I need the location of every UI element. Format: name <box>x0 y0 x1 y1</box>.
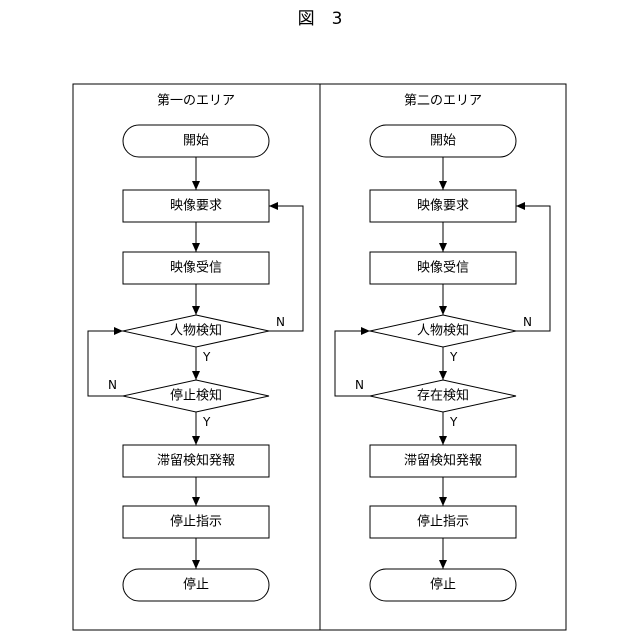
flow-node-cmd: 停止指示 <box>123 506 269 538</box>
flow-node-person: 人物検知 <box>370 315 516 347</box>
flow-node-recv: 映像受信 <box>123 252 269 284</box>
node-label: 映像要求 <box>417 199 469 214</box>
node-label: 停止 <box>183 577 209 593</box>
node-label: 映像要求 <box>170 199 222 214</box>
lane-title: 第二のエリア <box>404 94 482 109</box>
node-label: 映像受信 <box>170 261 222 276</box>
branch-label-person-no: N <box>523 315 532 329</box>
lane-title: 第一のエリア <box>157 94 235 109</box>
flow-node-start: 開始 <box>123 125 269 157</box>
node-label: 滞留検知発報 <box>404 453 482 469</box>
flow-node-req: 映像要求 <box>370 190 516 222</box>
branch-label-person-yes: Y <box>449 350 458 364</box>
branch-label-check-no: N <box>108 378 117 392</box>
loop-person-no <box>269 206 303 331</box>
lane-2: 第二のエリア開始映像要求映像受信人物検知存在検知滞留検知発報停止指示停止 N N Y Y <box>335 94 550 602</box>
flow-node-notify: 滞留検知発報 <box>370 445 516 477</box>
node-label: 停止指示 <box>170 514 222 530</box>
flow-node-start: 開始 <box>370 125 516 157</box>
branch-label-person-no: N <box>276 315 285 329</box>
branch-label-person-yes: Y <box>202 350 211 364</box>
lane-1: 第一のエリア開始映像要求映像受信人物検知停止検知滞留検知発報停止指示停止 N N Y Y <box>88 94 303 602</box>
branch-label-check-yes: Y <box>449 415 458 429</box>
branch-label-check-yes: Y <box>202 415 211 429</box>
node-label: 開始 <box>430 134 456 149</box>
node-label: 停止 <box>430 577 456 593</box>
node-label: 停止指示 <box>417 514 469 530</box>
node-label: 停止検知 <box>170 388 222 404</box>
flow-node-req: 映像要求 <box>123 190 269 222</box>
flow-node-recv: 映像受信 <box>370 252 516 284</box>
flow-node-person: 人物検知 <box>123 315 269 347</box>
loop-person-no <box>516 206 550 331</box>
node-label: 存在検知 <box>417 388 469 404</box>
flow-node-end: 停止 <box>370 569 516 601</box>
loop-check-no <box>88 331 123 396</box>
loop-check-no <box>335 331 370 396</box>
node-label: 人物検知 <box>417 323 469 339</box>
branch-label-check-no: N <box>355 378 364 392</box>
figure-title: 図 3 <box>298 9 343 29</box>
node-label: 映像受信 <box>417 261 469 276</box>
lanes-layer: 第一のエリア開始映像要求映像受信人物検知停止検知滞留検知発報停止指示停止NNYY… <box>88 94 550 602</box>
node-label: 開始 <box>183 134 209 149</box>
node-label: 人物検知 <box>170 323 222 339</box>
flow-node-notify: 滞留検知発報 <box>123 445 269 477</box>
node-label: 滞留検知発報 <box>157 453 235 469</box>
flow-node-check: 存在検知 <box>370 380 516 412</box>
flow-node-check: 停止検知 <box>123 380 269 412</box>
flow-node-end: 停止 <box>123 569 269 601</box>
flow-node-cmd: 停止指示 <box>370 506 516 538</box>
